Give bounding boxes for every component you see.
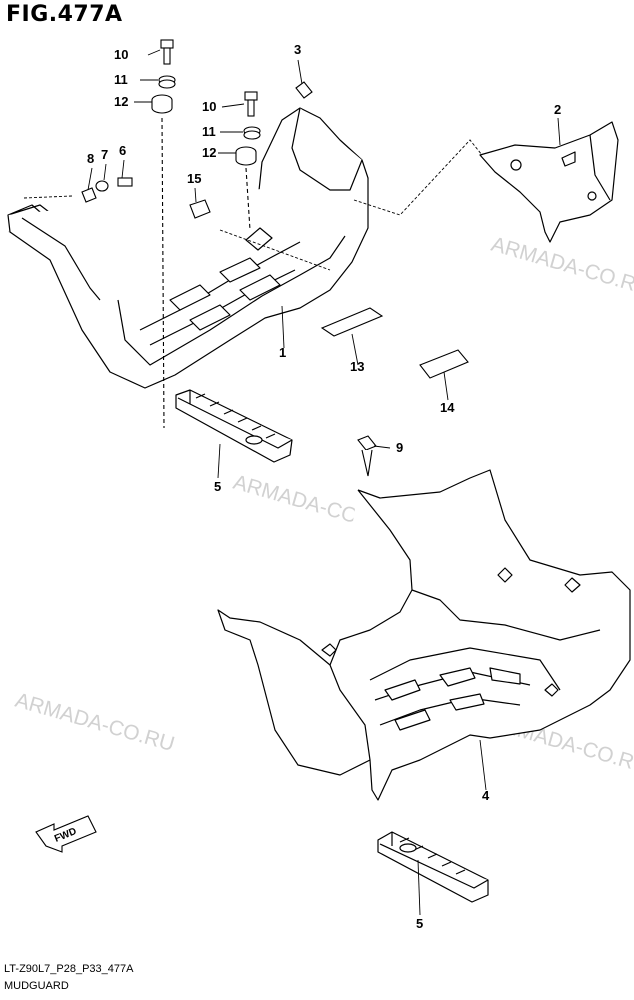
callout-8: 8: [87, 151, 94, 166]
nut: [81, 187, 97, 203]
callout-12: 12: [114, 94, 128, 109]
clip-9: [357, 435, 377, 451]
upper-mudguard-part: [7, 107, 369, 389]
bolt-head: [160, 39, 174, 49]
bolt-head: [244, 91, 258, 101]
callout-2: 2: [554, 102, 561, 117]
callout-11: 11: [202, 124, 216, 139]
callout-7: 7: [101, 147, 108, 162]
leader-lines: [23, 49, 561, 916]
figure-name: MUDGUARD: [4, 980, 69, 992]
callout-14: 14: [440, 400, 455, 415]
pad-13: [320, 307, 384, 337]
lower-mudguard-part: [217, 469, 631, 801]
callout-13: 13: [350, 359, 364, 374]
pad-14: [419, 349, 469, 379]
callout-1: 1: [279, 345, 286, 360]
footrest-upper: [175, 389, 293, 463]
hardware-group-left: [151, 39, 176, 429]
washer: [95, 180, 109, 192]
figure-code: LT-Z90L7_P28_P33_477A: [4, 963, 134, 975]
callout-10: 10: [114, 47, 128, 62]
bolt-shaft: [247, 99, 255, 117]
pad-15: [189, 199, 211, 219]
watermark: ARMADA-CO.RU: [13, 689, 177, 756]
callout-10: 10: [202, 99, 216, 114]
clip: [295, 81, 313, 99]
callout-5: 5: [416, 916, 423, 931]
callout-3: 3: [294, 42, 301, 57]
footrest-lower: [377, 831, 489, 903]
callouts: 10 11 12 10 11 12 8 7 6 3 2 15 1 13 14 9…: [87, 42, 561, 931]
callout-15: 15: [187, 171, 201, 186]
screw: [117, 177, 133, 187]
watermark: ARMADA-CO.RU: [489, 233, 634, 300]
callout-5: 5: [214, 479, 221, 494]
forward-arrow-icon: FWD: [35, 815, 97, 853]
callout-9: 9: [396, 440, 403, 455]
callout-12: 12: [202, 145, 216, 160]
bracket-part: [479, 121, 619, 243]
clip-9-leg: [361, 449, 373, 477]
hardware-group-right: [235, 91, 261, 231]
hardware-group-small: [81, 81, 469, 477]
figure-title: FIG.477A: [6, 2, 123, 27]
bolt-shaft: [163, 47, 171, 65]
callout-6: 6: [119, 143, 126, 158]
callout-4: 4: [482, 788, 490, 803]
callout-11: 11: [114, 72, 128, 87]
